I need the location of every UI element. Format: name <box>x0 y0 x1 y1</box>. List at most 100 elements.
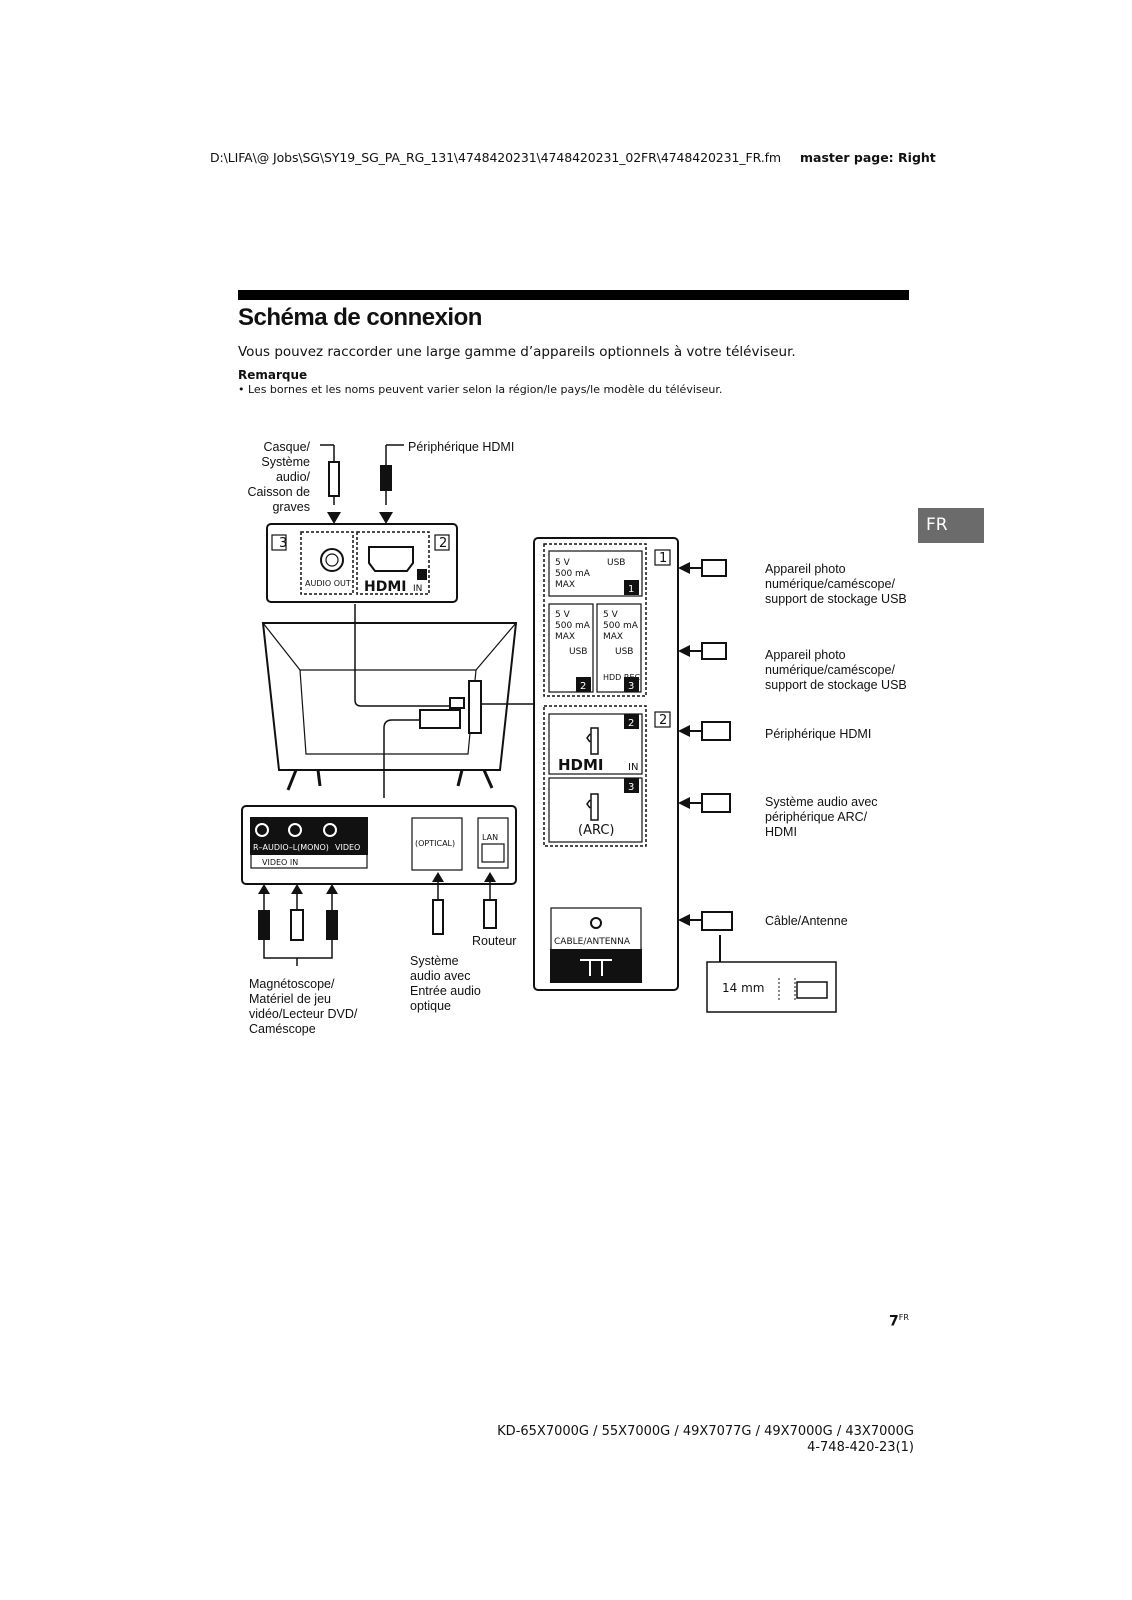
av-in-jacks <box>250 817 368 855</box>
cable-antenna-label: CABLE/ANTENNA <box>554 937 631 947</box>
num-box-2 <box>434 534 450 551</box>
usb-port-2 <box>548 603 594 693</box>
page-number: 7FR <box>889 1313 909 1330</box>
hdmi-num-2: 2 <box>628 718 634 729</box>
num-box-3-label: 3 <box>279 536 287 551</box>
usb-current-2: 500 mA <box>555 621 591 631</box>
usb-label-2: USB <box>569 647 587 657</box>
hdmi-port-3-arc <box>548 777 643 843</box>
usb-max-1: MAX <box>555 580 575 590</box>
intro-text: Vous pouvez raccorder une large gamme d’… <box>238 344 796 360</box>
hdmi-port-2 <box>548 713 643 775</box>
page-number-suffix: FR <box>898 1313 909 1322</box>
video-label: VIDEO <box>335 843 360 852</box>
hdmi-plug-icon <box>701 721 731 741</box>
in-label: IN <box>413 584 422 594</box>
usb-max-3: MAX <box>603 632 623 642</box>
usb-port-3 <box>596 603 642 693</box>
hdmi-port-top <box>368 546 414 572</box>
footer-models: KD-65X7000G / 55X7000G / 49X7077G / 49X7… <box>497 1424 914 1439</box>
usb-power-2: 5 V <box>555 610 571 620</box>
rca-plug-icon <box>326 910 338 940</box>
page-number-value: 7 <box>889 1313 899 1330</box>
side-panel-right <box>533 537 679 991</box>
footer-doc-number: 4-748-420-23(1) <box>807 1440 914 1455</box>
num-box-2-label: 2 <box>439 536 447 551</box>
optical-out <box>411 817 463 871</box>
label-router: Routeur <box>472 934 517 948</box>
arrow-down-icon <box>379 512 393 524</box>
label-usb-2: Appareil photo numérique/caméscope/ supp… <box>765 648 907 692</box>
lan-label: LAN <box>482 833 498 842</box>
note-heading: Remarque <box>238 368 308 382</box>
cable-spec-label: 14 mm <box>722 981 764 995</box>
hdmi-plug-icon <box>380 465 392 491</box>
tv-back <box>261 622 518 771</box>
usb-plug-icon <box>701 559 727 577</box>
note-item: • Les bornes et les noms peuvent varier … <box>238 383 723 396</box>
side-panel-bottom <box>241 805 517 885</box>
num-box-3 <box>271 534 287 551</box>
label-headphones: Casque/ Système audio/ Caisson de graves <box>247 440 310 514</box>
optical-plug-icon <box>432 899 444 935</box>
video-in-label: VIDEO IN <box>262 858 298 867</box>
arrow-left-icon <box>678 797 690 809</box>
lan-plug-icon <box>483 899 497 929</box>
hdmi-plug-icon <box>701 793 731 813</box>
headphone-jack <box>320 548 344 572</box>
usb-box-1-label: 1 <box>659 551 667 566</box>
usb-current-1: 500 mA <box>555 569 591 579</box>
label-optical: Système audio avec Entrée audio optique <box>410 954 481 1013</box>
usb-plug-icon <box>701 642 727 660</box>
arrow-up-icon <box>326 884 338 894</box>
usb-num-1: 1 <box>628 584 634 595</box>
label-hdmi-top: Périphérique HDMI <box>408 440 515 454</box>
arrow-up-icon <box>432 872 444 882</box>
master-page-label: master page: Right <box>800 150 936 165</box>
arc-label: (ARC) <box>578 823 615 838</box>
cable-spec-box <box>706 961 837 1013</box>
hdmi-in-right-label: HDMI <box>558 756 604 774</box>
usb-num-2: 2 <box>580 681 586 692</box>
side-panel-top <box>266 523 458 603</box>
audio-out-box <box>300 531 354 595</box>
title-rule <box>238 290 909 300</box>
hdmi-num-3: 3 <box>628 782 634 793</box>
arrow-up-icon <box>258 884 270 894</box>
usb-power-3: 5 V <box>603 610 619 620</box>
arrow-left-icon <box>678 725 690 737</box>
label-cable: Câble/Antenne <box>765 914 848 928</box>
audio-out-label: AUDIO OUT <box>305 579 351 588</box>
label-vcr: Magnétoscope/ Matériel de jeu vidéo/Lect… <box>249 977 358 1036</box>
in-right-label: IN <box>628 762 638 773</box>
hdd-rec-label: HDD REC <box>603 673 640 682</box>
file-path: D:\LIFA\@ Jobs\SG\SY19_SG_PA_RG_131\4748… <box>210 150 782 165</box>
language-tab[interactable]: FR <box>918 508 984 543</box>
lan-port <box>477 817 509 869</box>
rca-plug-icon <box>258 910 270 940</box>
usb-max-2: MAX <box>555 632 575 642</box>
hdmi-in-box <box>356 531 430 595</box>
hdmi-box-2-label: 2 <box>659 713 667 728</box>
note-text: Les bornes et les noms peuvent varier se… <box>248 383 723 396</box>
arrow-down-icon <box>327 512 341 524</box>
arrow-up-icon <box>484 872 496 882</box>
usb-label-1: USB <box>607 558 625 568</box>
arrow-left-icon <box>678 645 690 657</box>
usb-num-3: 3 <box>628 681 634 692</box>
usb-port-1 <box>548 550 643 597</box>
arrow-left-icon <box>678 914 690 926</box>
section-title: Schéma de connexion <box>238 304 482 331</box>
label-hdmi-right: Périphérique HDMI <box>765 727 872 741</box>
usb-current-3: 500 mA <box>603 621 639 631</box>
label-usb-1: Appareil photo numérique/caméscope/ supp… <box>765 562 907 606</box>
usb-label-3: USB <box>615 647 633 657</box>
arrow-left-icon <box>678 562 690 574</box>
audio-lr-label: R–AUDIO–L(MONO) <box>253 843 329 852</box>
arrow-up-icon <box>291 884 303 894</box>
label-arc: Système audio avec périphérique ARC/ HDM… <box>765 795 878 839</box>
coax-plug-icon <box>701 911 733 931</box>
optical-label: (OPTICAL) <box>415 839 455 848</box>
rca-plug-icon <box>290 909 304 941</box>
